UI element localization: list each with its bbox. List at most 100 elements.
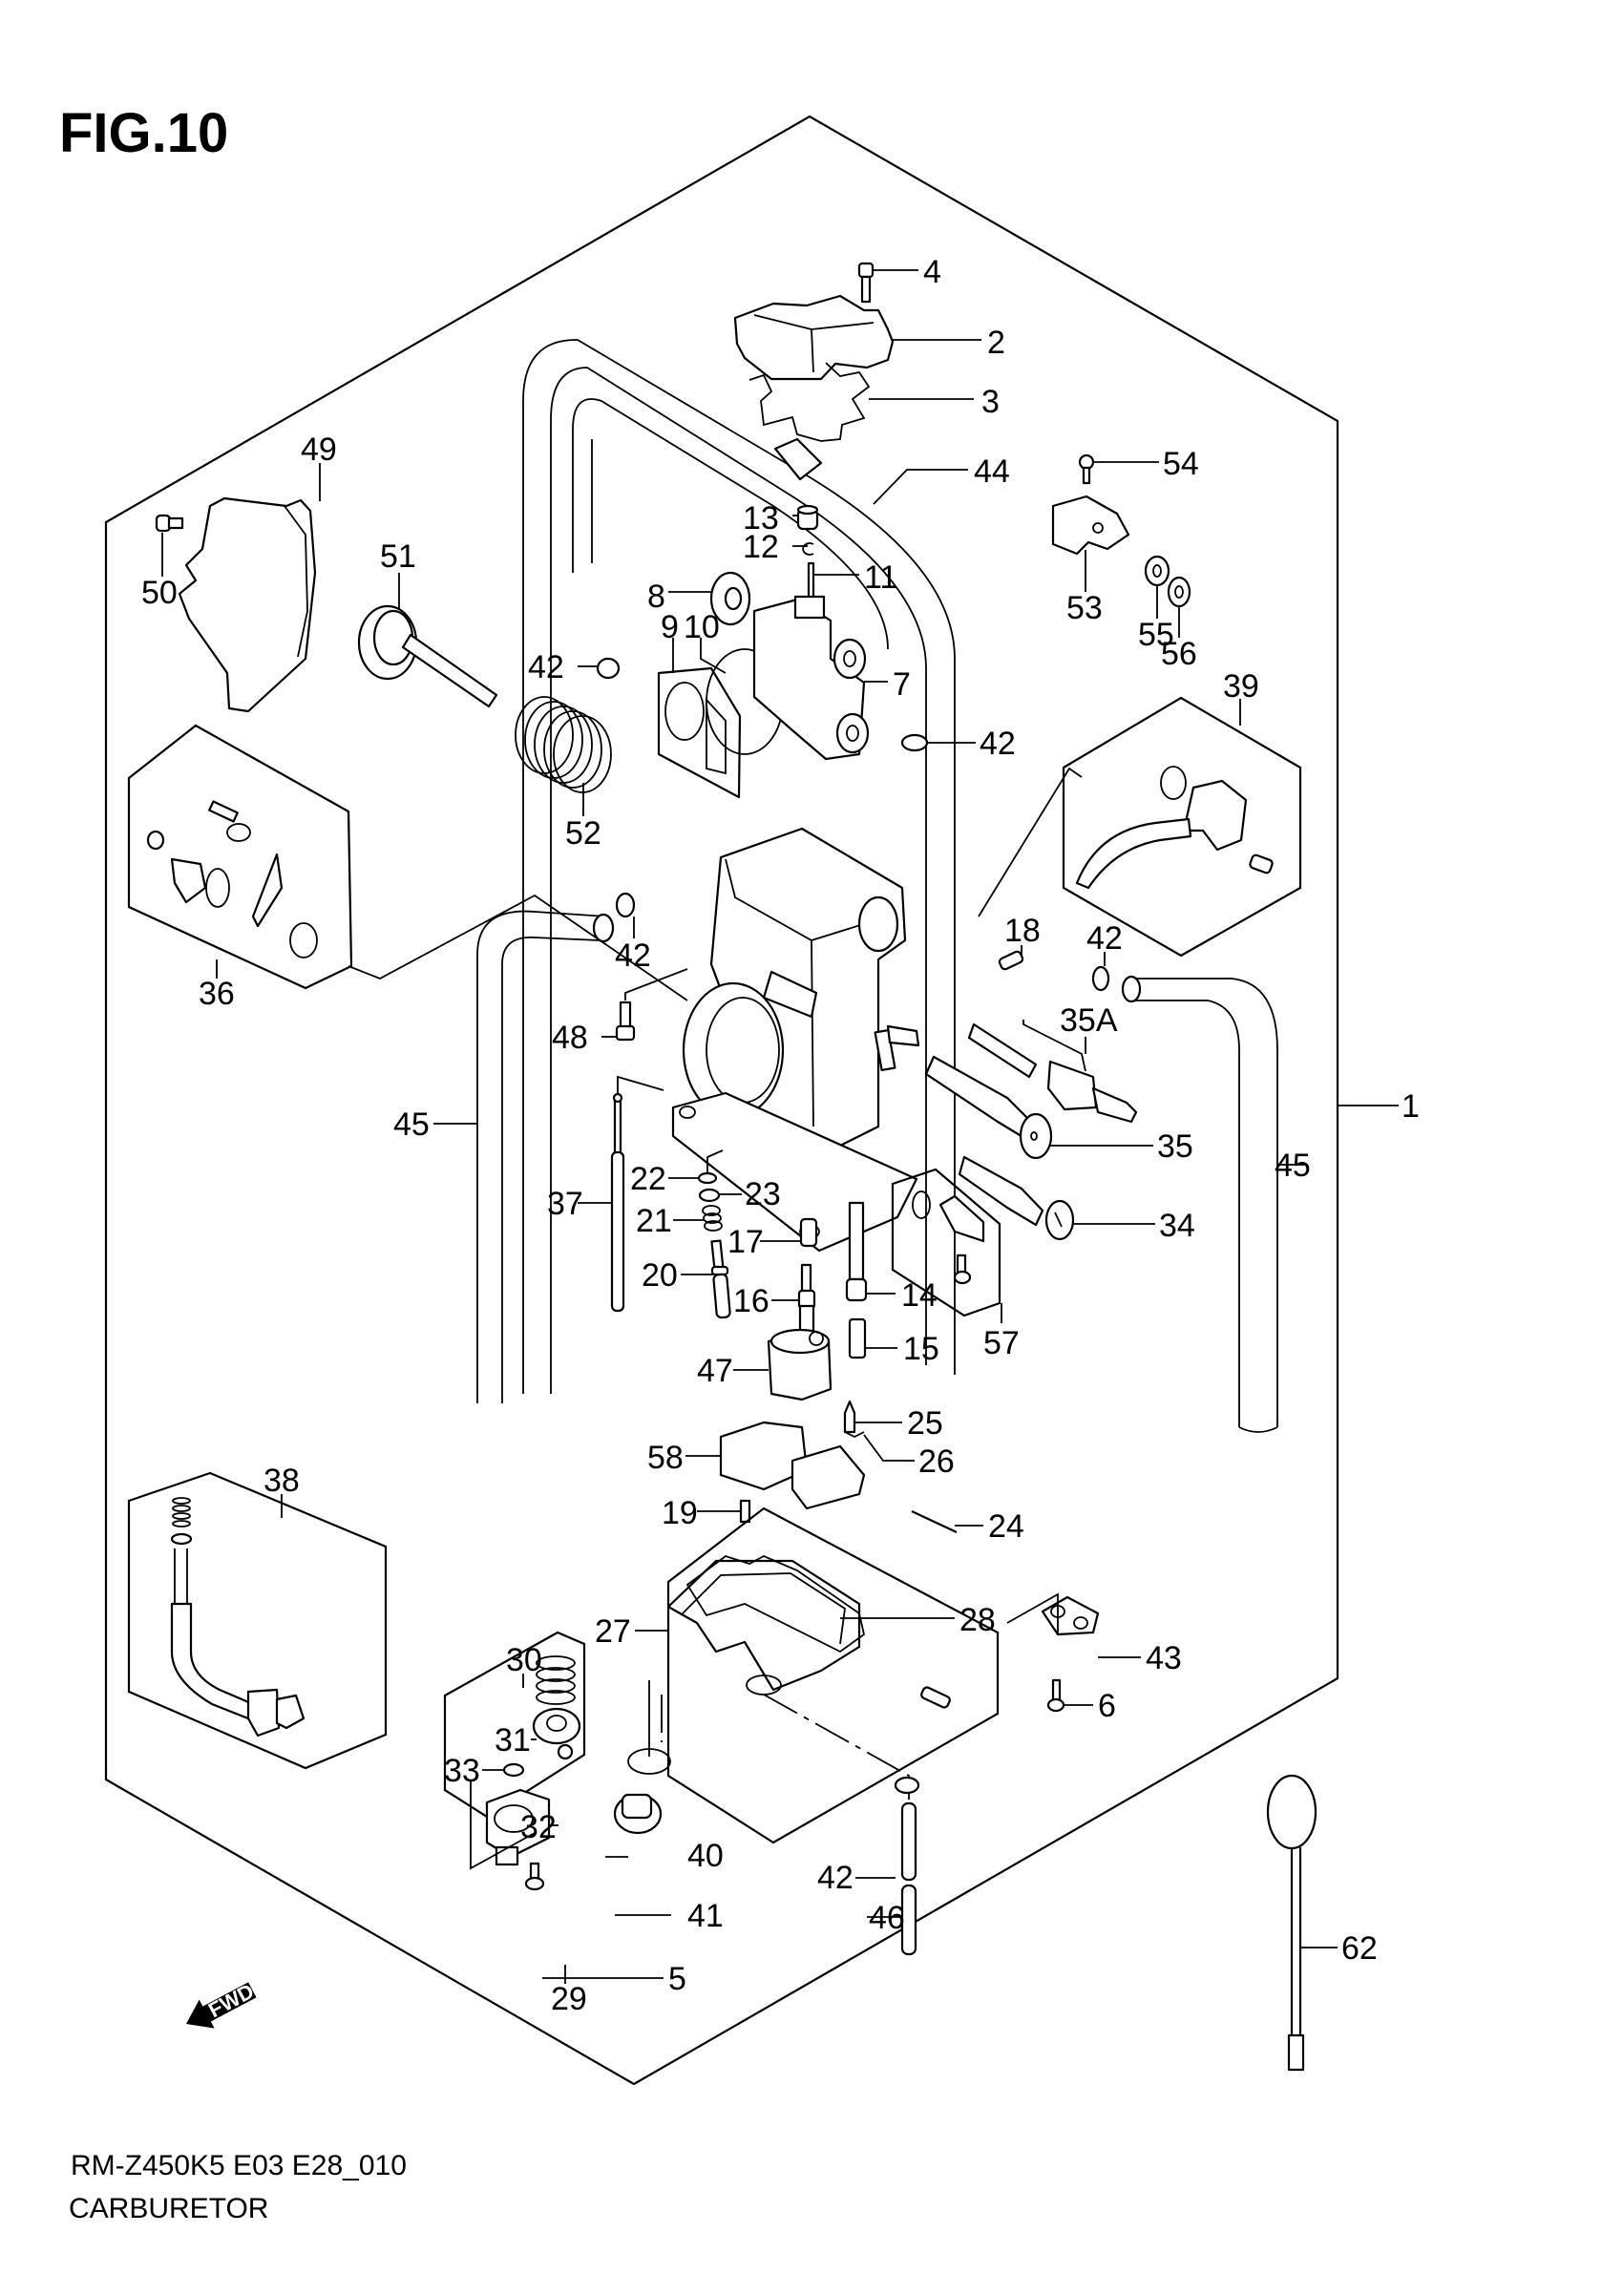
float-47[interactable] [767,1328,833,1401]
callout-45-left[interactable]: 45 [393,1106,430,1143]
clamp-42-c[interactable] [615,892,636,918]
callout-45-right[interactable]: 45 [1275,1148,1311,1184]
callout-25[interactable]: 25 [907,1405,943,1442]
callout-19[interactable]: 19 [662,1495,698,1531]
callout-54[interactable]: 54 [1163,446,1199,482]
callout-10[interactable]: 10 [684,609,720,645]
o-ring-23[interactable] [698,1188,721,1203]
callout-9[interactable]: 9 [661,609,679,645]
throttle-cable-cover-49[interactable] [178,496,317,713]
adjust-tool-62[interactable] [1266,1774,1317,2072]
callout-20[interactable]: 20 [642,1257,678,1294]
callout-18[interactable]: 18 [1004,913,1041,949]
bracket-43[interactable] [1041,1595,1100,1636]
callout-42-b[interactable]: 42 [980,726,1016,762]
callout-17[interactable]: 17 [727,1224,764,1260]
needle-valve-25[interactable] [843,1400,856,1434]
callout-15[interactable]: 15 [903,1331,939,1367]
screw-5[interactable] [524,1862,545,1891]
callout-57[interactable]: 57 [983,1325,1020,1361]
callout-27[interactable]: 27 [595,1613,631,1650]
callout-1[interactable]: 1 [1402,1088,1420,1125]
top-cover-gasket-3[interactable] [748,362,871,442]
callout-6[interactable]: 6 [1098,1688,1116,1724]
callout-3[interactable]: 3 [981,384,1000,420]
starter-jet-17[interactable] [799,1217,818,1248]
diaphragm-set-30[interactable] [532,1655,581,1760]
callout-34[interactable]: 34 [1159,1208,1195,1244]
float-chamber-gasket-28[interactable] [685,1555,866,1654]
callout-4[interactable]: 4 [923,254,941,290]
cable-guide-53[interactable] [1051,495,1130,556]
plug-19[interactable] [739,1499,751,1524]
callout-50[interactable]: 50 [141,575,178,611]
callout-13[interactable]: 13 [743,500,779,537]
callout-53[interactable]: 53 [1066,590,1103,626]
top-cover-screw-4[interactable] [857,262,875,304]
callout-30[interactable]: 30 [506,1642,542,1678]
callout-42-c[interactable]: 42 [615,937,651,974]
callout-52[interactable]: 52 [565,815,601,852]
hose-45-left[interactable] [476,910,615,1403]
clamp-42-e[interactable] [894,1776,920,1795]
return-spring-52[interactable] [515,696,612,793]
callout-12[interactable]: 12 [743,529,779,565]
callout-46[interactable]: 46 [869,1900,905,1936]
callout-35[interactable]: 35 [1157,1128,1193,1165]
callout-29[interactable]: 29 [551,1981,587,2017]
washer-22[interactable] [697,1171,718,1185]
screw-54[interactable] [1078,453,1095,485]
callout-14[interactable]: 14 [901,1277,938,1314]
spring-31[interactable] [536,1655,576,1705]
throttle-shaft-pulley-51[interactable] [357,604,498,708]
accelerator-pump-cover-29[interactable] [485,1788,551,1866]
callout-38[interactable]: 38 [263,1463,300,1499]
float-pin-24[interactable] [911,1510,958,1533]
needle-holder-13[interactable] [796,504,819,531]
drain-plug-41[interactable] [613,1793,663,1835]
spring-21[interactable] [702,1205,723,1232]
bolt-50[interactable] [155,514,184,533]
e-clip-12[interactable] [802,542,814,556]
callout-40[interactable]: 40 [687,1838,724,1874]
callout-24[interactable]: 24 [988,1508,1024,1545]
rod-37[interactable] [610,1092,625,1313]
callout-32[interactable]: 32 [520,1809,557,1845]
callout-2[interactable]: 2 [987,325,1005,361]
callout-56[interactable]: 56 [1161,636,1197,672]
pilot-jet-16[interactable] [797,1263,816,1338]
roller-8[interactable] [709,571,751,626]
starter-plunger-34[interactable] [958,1155,1075,1241]
needle-jet-14[interactable] [845,1201,868,1302]
callout-55[interactable]: 55 [1138,617,1174,653]
callout-26[interactable]: 26 [918,1443,955,1480]
washer-56[interactable] [1167,576,1191,608]
hose-45-right[interactable] [1121,975,1278,1433]
callout-21[interactable]: 21 [636,1203,672,1239]
boot-32[interactable] [557,1743,574,1760]
float-cover-58[interactable] [719,1421,866,1510]
idle-adjust-screw-set-35A[interactable] [967,1022,1138,1124]
callout-44[interactable]: 44 [974,453,1010,490]
plug-18[interactable] [998,950,1024,971]
clamp-42-a[interactable] [596,657,621,680]
drain-screw[interactable] [920,1686,951,1709]
callout-42-a[interactable]: 42 [528,649,564,685]
main-jet-15[interactable] [848,1317,867,1359]
callout-42-e[interactable]: 42 [817,1860,854,1896]
callout-8[interactable]: 8 [647,579,665,615]
callout-37[interactable]: 37 [547,1186,583,1222]
top-cover-2[interactable] [733,294,895,381]
carburetor-body[interactable] [671,827,920,1253]
callout-16[interactable]: 16 [733,1283,769,1319]
o-ring-33[interactable] [502,1762,525,1778]
clamp-42-d[interactable] [1091,965,1110,992]
hot-start-valve-39[interactable] [1075,766,1274,890]
float-chamber-27[interactable] [666,1559,861,1696]
pilot-screw-20[interactable] [710,1239,731,1319]
callout-51[interactable]: 51 [380,538,416,575]
leak-jet-set-57[interactable] [912,1190,985,1285]
callout-33[interactable]: 33 [444,1753,480,1789]
callout-47[interactable]: 47 [697,1353,733,1389]
throttle-position-sensor-38[interactable] [170,1497,306,1738]
